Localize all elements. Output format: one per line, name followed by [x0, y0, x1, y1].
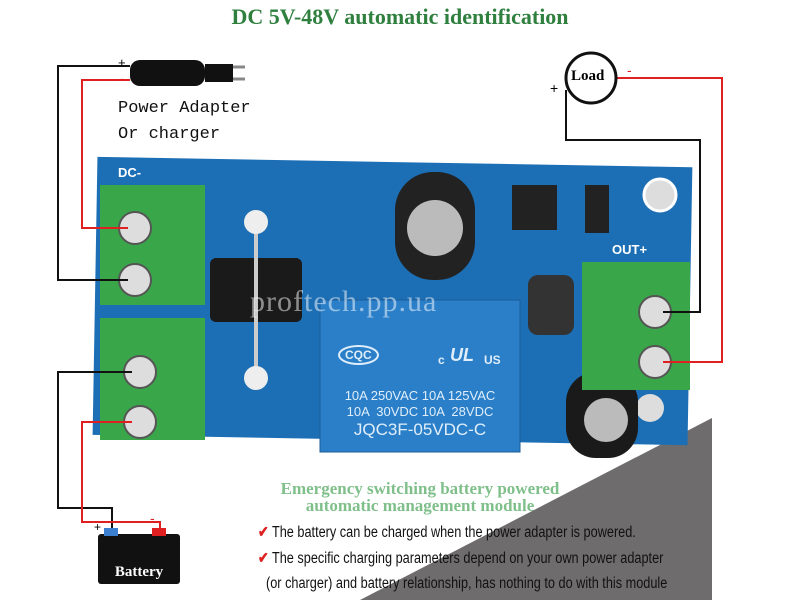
feature-2: ✔ The specific charging parameters depen…: [258, 550, 664, 567]
wire-adapter-positive: [81, 79, 130, 229]
wire-battery-positive: [81, 421, 161, 532]
feature-2-continued: (or charger) and battery relationship, h…: [266, 575, 668, 592]
battery-minus-sign: -: [150, 510, 155, 526]
gray-background-triangle: [360, 418, 712, 600]
checkmark-icon: ✔: [258, 524, 269, 541]
relay-cert-us: US: [484, 353, 501, 367]
adapter-label-line1: Power Adapter: [118, 99, 251, 118]
adapter-label: Power Adapter Or charger: [118, 96, 251, 148]
wire-load-positive: [565, 90, 701, 313]
dc-label: DC-: [118, 165, 142, 180]
terminal-top-left: [100, 185, 205, 305]
wire-load-negative: [616, 77, 723, 363]
diode-small: [585, 185, 609, 233]
subtitle-line1: Emergency switching battery powered: [280, 479, 560, 498]
battery-icon: [98, 534, 180, 584]
ic-chip: [512, 185, 557, 230]
load-plus-sign: +: [550, 80, 559, 96]
battery-plus-sign: +: [94, 520, 102, 534]
inductor: [528, 275, 574, 335]
feature-1: ✔ The battery can be charged when the po…: [258, 524, 636, 541]
relay-rating-1: 10A 250VAC 10A 125VAC: [344, 388, 496, 403]
watermark: proftech.pp.ua: [250, 285, 438, 318]
load-label: Load: [571, 68, 605, 84]
wire-battery-negative: [57, 371, 132, 532]
out-label: OUT+: [612, 242, 648, 257]
adapter-minus-sign: -: [120, 70, 125, 86]
relay-cert-cqc: CQC: [338, 345, 379, 365]
wire-adapter-negative: [57, 65, 130, 281]
relay: [319, 299, 521, 453]
battery-label: Battery: [114, 564, 164, 580]
terminal-right: [582, 262, 690, 390]
adapter-plus-sign: +: [118, 55, 126, 70]
relay-model: JQC3F-05VDC-C: [353, 420, 487, 439]
checkmark-icon: ✔: [258, 550, 269, 567]
relay-cert-c: c: [438, 353, 445, 367]
page-title: DC 5V-48V automatic identification: [231, 4, 569, 29]
load-circle: [564, 51, 618, 105]
adapter-label-line2: Or charger: [118, 125, 221, 144]
load-minus-sign: -: [627, 62, 632, 78]
adapter-plug: [130, 60, 205, 86]
relay-rating-2: 10A 30VDC 10A 28VDC: [346, 404, 494, 419]
subtitle-line2: automatic management module: [305, 496, 535, 515]
